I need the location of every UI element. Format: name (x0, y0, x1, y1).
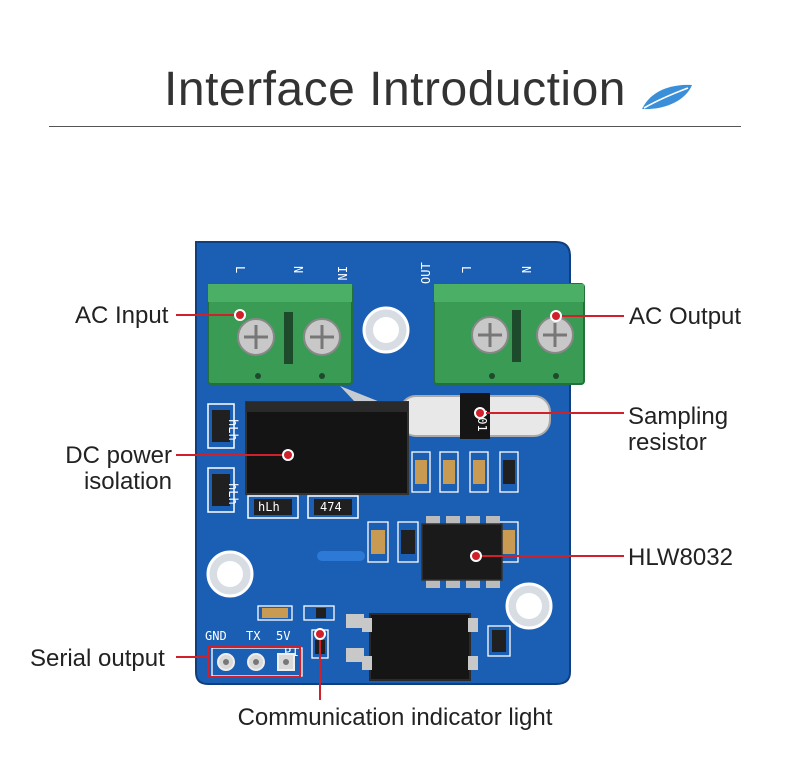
label-sampling-line1: Sampling (628, 403, 729, 430)
label-hlw8032: HLW8032 (628, 544, 733, 571)
silk-out-l: L (459, 266, 473, 273)
label-ac-output: AC Output (629, 303, 742, 330)
silk-cap-code-1: 474 (320, 500, 342, 514)
silk-in-l: L (233, 266, 247, 273)
label-dc-power-line1: DC power (65, 442, 172, 469)
silk-in: IN (335, 266, 349, 280)
silk-out: OUT (419, 262, 433, 284)
page-title-text: Interface Introduction (164, 63, 626, 116)
title-divider (49, 126, 741, 127)
dc-isolation-module (245, 401, 409, 495)
silk-5v: 5V (276, 629, 290, 643)
silk-side-code-1: hLh (226, 419, 240, 441)
label-serial-output: Serial output (30, 645, 165, 672)
label-comm-indicator: Communication indicator light (237, 704, 553, 731)
label-ac-input: AC Input (75, 302, 169, 329)
serial-header-pins (211, 647, 303, 677)
ac-input-terminal (207, 283, 353, 385)
optocoupler-chip (362, 613, 478, 681)
silk-gnd: GND (205, 629, 227, 643)
hlw8032-chip (421, 516, 503, 588)
silk-tx: TX (246, 629, 261, 643)
smd-components: hLh hLh hLh 474 (207, 403, 519, 662)
page-title: Interface Introduction (0, 62, 790, 117)
silk-in-n: N (291, 266, 305, 273)
ac-output-terminal (433, 283, 585, 385)
silk-cap-code-2: hLh (258, 500, 280, 514)
silk-side-code-2: hLh (226, 483, 240, 505)
silk-out-n: N (519, 266, 533, 273)
label-sampling-line2: resistor (628, 429, 707, 456)
label-dc-power-line2: isolation (83, 468, 172, 495)
leaf-icon (642, 84, 692, 110)
